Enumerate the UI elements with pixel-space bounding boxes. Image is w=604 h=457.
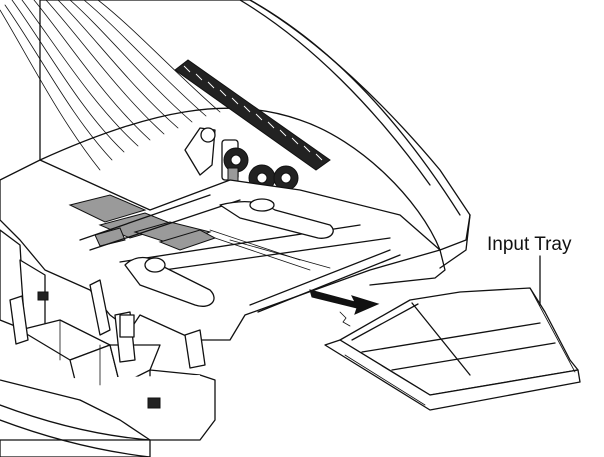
printer-top-cover xyxy=(0,0,471,251)
vent-grille xyxy=(174,59,331,171)
input-tray-label: Input Tray xyxy=(487,234,572,255)
input-tray xyxy=(324,287,581,411)
gear-mechanism xyxy=(184,127,299,199)
input-tray-callout: Input Tray xyxy=(487,234,572,306)
pull-arrow xyxy=(309,289,380,327)
printer-body xyxy=(0,159,471,457)
